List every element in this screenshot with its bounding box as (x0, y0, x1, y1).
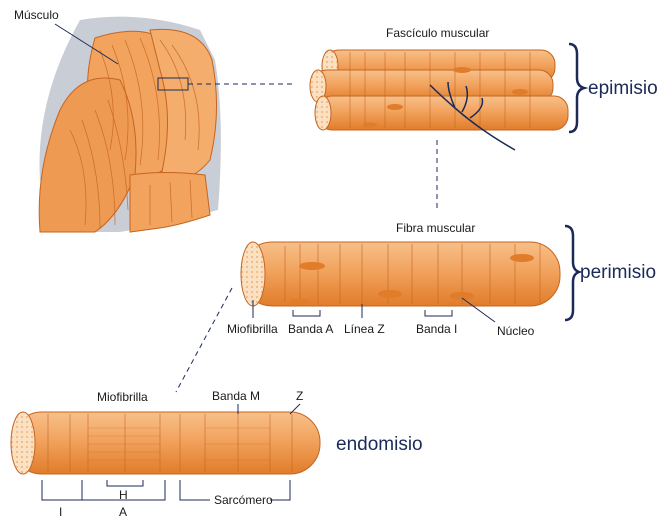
banda-m-label: Banda M (212, 389, 260, 403)
fasciculo-label: Fascículo muscular (386, 26, 489, 40)
endomisio-label: endomisio (336, 434, 423, 455)
perimisio-label: perimisio (580, 262, 656, 283)
myofibril (11, 412, 320, 474)
miofibrilla-bottom-label: Miofibrilla (97, 390, 148, 404)
muscle-fiber (241, 242, 560, 306)
fibra-label: Fibra muscular (396, 221, 475, 235)
h-label: H (119, 488, 128, 502)
nucleo-label: Núcleo (497, 324, 535, 338)
shoulder-muscle-illustration (39, 17, 221, 232)
sarcomero-label: Sarcómero (214, 493, 273, 507)
fascicle-bundle (310, 50, 568, 150)
epimisio-label: epimisio (588, 78, 658, 99)
musculo-label: Músculo (14, 8, 59, 22)
z-label: Z (296, 389, 303, 403)
banda-a-label: Banda A (288, 322, 333, 336)
a-label: A (119, 505, 127, 519)
miofibrilla-top-label: Miofibrilla (227, 322, 278, 336)
banda-i-label: Banda I (416, 322, 457, 336)
i-label: I (59, 505, 62, 519)
linea-z-label: Línea Z (344, 322, 385, 336)
